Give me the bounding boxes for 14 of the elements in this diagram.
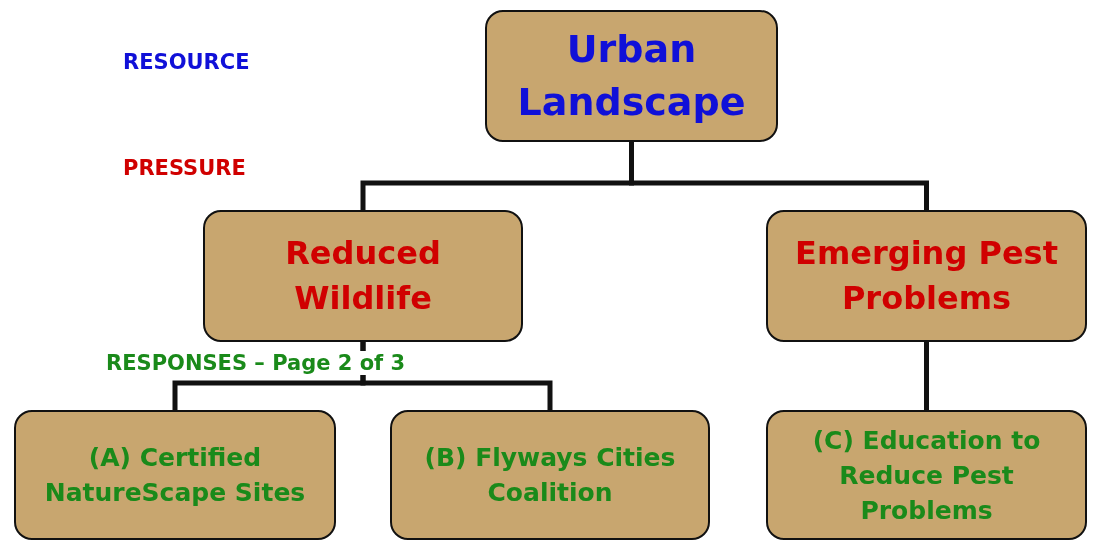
category-box xyxy=(766,210,1087,342)
box-title: (C) Education to Reduce Pest Problems xyxy=(811,424,1042,527)
connector-line xyxy=(360,342,553,410)
category-box xyxy=(766,410,1087,540)
category-box xyxy=(14,410,336,540)
box-title: (A) Certified NatureScape Sites xyxy=(43,442,307,509)
connector-line xyxy=(924,342,929,410)
box-title: Urban Landscape xyxy=(516,25,747,126)
category-box xyxy=(203,210,523,342)
category-box xyxy=(390,410,710,540)
box-title: Emerging Pest Problems xyxy=(794,233,1059,319)
box-title: (B) Flyways Cities Coalition xyxy=(423,442,677,509)
category-box xyxy=(485,10,778,142)
box-title: Reduced Wildlife xyxy=(284,233,442,319)
